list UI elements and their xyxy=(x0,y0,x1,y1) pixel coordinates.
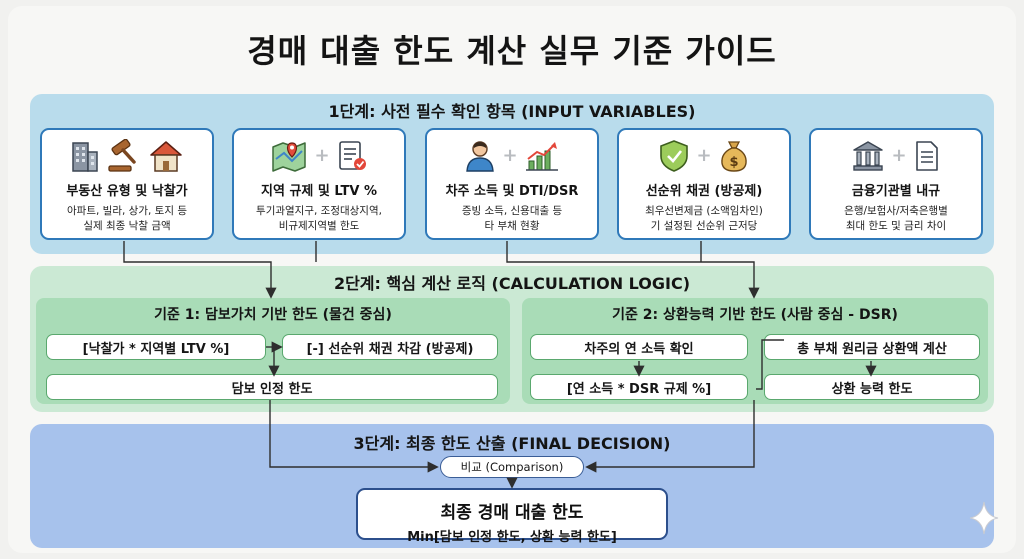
house-icon xyxy=(150,141,182,172)
page-title: 경매 대출 한도 계산 실무 기준 가이드 xyxy=(247,32,777,70)
dsr-formula-box: [연 소득 * DSR 규제 %] xyxy=(530,374,748,400)
card-desc: 증빙 소득, 신용대출 등 타 부채 현황 xyxy=(427,204,597,234)
criterion2-title: 기준 2: 상환능력 기반 한도 (사람 중심 - DSR) xyxy=(612,307,898,323)
card-desc-line: 증빙 소득, 신용대출 등 xyxy=(461,205,563,217)
person-icon xyxy=(466,141,495,172)
card-desc: 투기과열지구, 조정대상지역, 비규제지역별 한도 xyxy=(234,204,404,234)
card-desc-line: 타 부채 현황 xyxy=(484,220,540,232)
income-check-box: 차주의 연 소득 확인 xyxy=(530,334,748,360)
input-card-bank-rules: + 금융기관별 내규 은행/보험사/저축은행별 최대 한도 및 금리 차이 xyxy=(809,128,983,240)
plus-icon: + xyxy=(891,145,907,166)
map-pin-icon xyxy=(272,142,307,172)
comparison-pill: 비교 (Comparison) xyxy=(440,456,584,478)
stage2-section: 2단계: 핵심 계산 로직 (CALCULATION LOGIC) 기준 1: … xyxy=(30,266,994,412)
card-desc-line: 실제 최종 낙찰 금액 xyxy=(83,220,171,232)
senior-deduction-box: [-] 선순위 채권 차감 (방공제) xyxy=(282,334,498,360)
card-title: 부동산 유형 및 낙찰가 xyxy=(66,184,188,199)
card-desc: 은행/보험사/저축은행별 최대 한도 및 금리 차이 xyxy=(811,204,981,234)
input-card-region: + 지역 규제 및 LTV % 투기과열지구, 조정대상지역, 비규제지역별 한… xyxy=(232,128,406,240)
gavel-icon xyxy=(108,139,136,172)
card-desc: 아파트, 빌라, 상가, 토지 등 실제 최종 낙찰 금액 xyxy=(42,204,212,234)
input-card-income: + 차주 소득 및 DTI/DSR 증빙 소득, 신용대출 등 타 부채 현황 xyxy=(425,128,599,240)
criterion2-panel: 기준 2: 상환능력 기반 한도 (사람 중심 - DSR) 차주의 연 소득 … xyxy=(522,298,988,404)
input-card-property: 부동산 유형 및 낙찰가 아파트, 빌라, 상가, 토지 등 실제 최종 낙찰 … xyxy=(40,128,214,240)
card-title: 차주 소득 및 DTI/DSR xyxy=(445,184,579,199)
card-desc-line: 기 설정된 선순위 근저당 xyxy=(650,220,758,232)
stage2-title: 2단계: 핵심 계산 로직 (CALCULATION LOGIC) xyxy=(333,274,691,293)
collateral-limit-box: 담보 인정 한도 xyxy=(46,374,498,400)
ltv-formula-box: [낙찰가 * 지역별 LTV %] xyxy=(46,334,266,360)
checklist-icon xyxy=(338,141,366,170)
growth-chart-icon xyxy=(525,142,558,171)
debt-repayment-box: 총 부채 원리금 상환액 계산 xyxy=(764,334,980,360)
plus-icon: + xyxy=(696,145,712,166)
card-title: 지역 규제 및 LTV % xyxy=(261,184,377,199)
bank-icon xyxy=(853,141,884,171)
final-limit-formula: Min[담보 인정 한도, 상환 능력 한도] xyxy=(407,530,617,545)
shield-check-icon xyxy=(660,140,689,172)
final-limit-title: 최종 경매 대출 한도 xyxy=(440,503,584,523)
repayment-limit-box: 상환 능력 한도 xyxy=(764,374,980,400)
money-bag-icon: $ xyxy=(720,141,747,172)
card-desc-line: 은행/보험사/저축은행별 xyxy=(844,205,948,217)
card-desc: 최우선변제금 (소액임차인) 기 설정된 선순위 근저당 xyxy=(619,204,789,234)
card-desc-line: 비규제지역별 한도 xyxy=(278,220,360,232)
building-icon xyxy=(72,142,98,172)
stage1-section: 1단계: 사전 필수 확인 항목 (INPUT VARIABLES) 부동산 유… xyxy=(30,94,994,254)
plus-icon: + xyxy=(502,145,518,166)
svg-text:$: $ xyxy=(729,155,738,170)
final-limit-box: 최종 경매 대출 한도 Min[담보 인정 한도, 상환 능력 한도] xyxy=(356,488,668,545)
criterion1-panel: 기준 1: 담보가치 기반 한도 (물건 중심) [낙찰가 * 지역별 LTV … xyxy=(36,298,510,404)
sparkle-icon xyxy=(969,501,999,535)
document-icon xyxy=(915,141,938,171)
card-desc-line: 아파트, 빌라, 상가, 토지 등 xyxy=(67,205,187,217)
stage1-title: 1단계: 사전 필수 확인 항목 (INPUT VARIABLES) xyxy=(328,102,696,121)
input-card-senior-claims: + $ 선순위 채권 (방공제) 최우선변제금 (소액임차인) 기 설정된 선순… xyxy=(617,128,791,240)
criterion1-title: 기준 1: 담보가치 기반 한도 (물건 중심) xyxy=(154,307,392,323)
card-desc-line: 최대 한도 및 금리 차이 xyxy=(845,220,947,232)
card-desc-line: 최우선변제금 (소액임차인) xyxy=(645,205,763,217)
card-title: 금융기관별 내규 xyxy=(851,184,941,199)
card-title: 선순위 채권 (방공제) xyxy=(645,184,763,199)
stage3-title: 3단계: 최종 한도 산출 (FINAL DECISION) xyxy=(353,434,671,453)
card-desc-line: 투기과열지구, 조정대상지역, xyxy=(256,205,382,217)
plus-icon: + xyxy=(314,145,330,166)
